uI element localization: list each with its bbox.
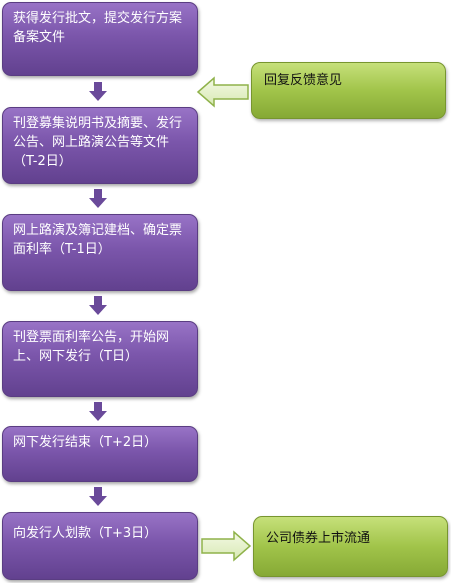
step-5-box: 网下发行结束（T+2日）: [2, 426, 198, 482]
step-4-text: 刊登票面利率公告，开始网上、网下发行（T日）: [13, 330, 170, 364]
step-6-text: 向发行人划款（T+3日）: [13, 526, 158, 541]
right-arrow-icon: [201, 530, 252, 562]
step-4-box: 刊登票面利率公告，开始网上、网下发行（T日）: [2, 321, 198, 397]
down-arrow-icon: [89, 189, 107, 208]
feedback-box: 回复反馈意见: [251, 62, 446, 119]
listing-box: 公司债券上市流通: [253, 516, 448, 577]
step-2-box: 刊登募集说明书及摘要、发行公告、网上路演公告等文件（T-2日）: [2, 107, 198, 184]
step-5-text: 网下发行结束（T+2日）: [13, 435, 158, 450]
step-1-box: 获得发行批文，提交发行方案备案文件: [2, 2, 198, 76]
step-2-text: 刊登募集说明书及摘要、发行公告、网上路演公告等文件（T-2日）: [13, 116, 183, 169]
feedback-text: 回复反馈意见: [264, 73, 343, 88]
down-arrow-icon: [89, 82, 107, 101]
step-3-box: 网上路演及簿记建档、确定票面利率（T-1日）: [2, 214, 198, 291]
step-6-box: 向发行人划款（T+3日）: [2, 512, 198, 580]
down-arrow-icon: [89, 296, 107, 315]
left-arrow-icon: [196, 76, 249, 108]
listing-text: 公司债券上市流通: [266, 531, 371, 546]
step-3-text: 网上路演及簿记建档、确定票面利率（T-1日）: [13, 223, 183, 257]
down-arrow-icon: [89, 487, 107, 506]
step-1-text: 获得发行批文，提交发行方案备案文件: [13, 11, 183, 45]
down-arrow-icon: [89, 402, 107, 421]
